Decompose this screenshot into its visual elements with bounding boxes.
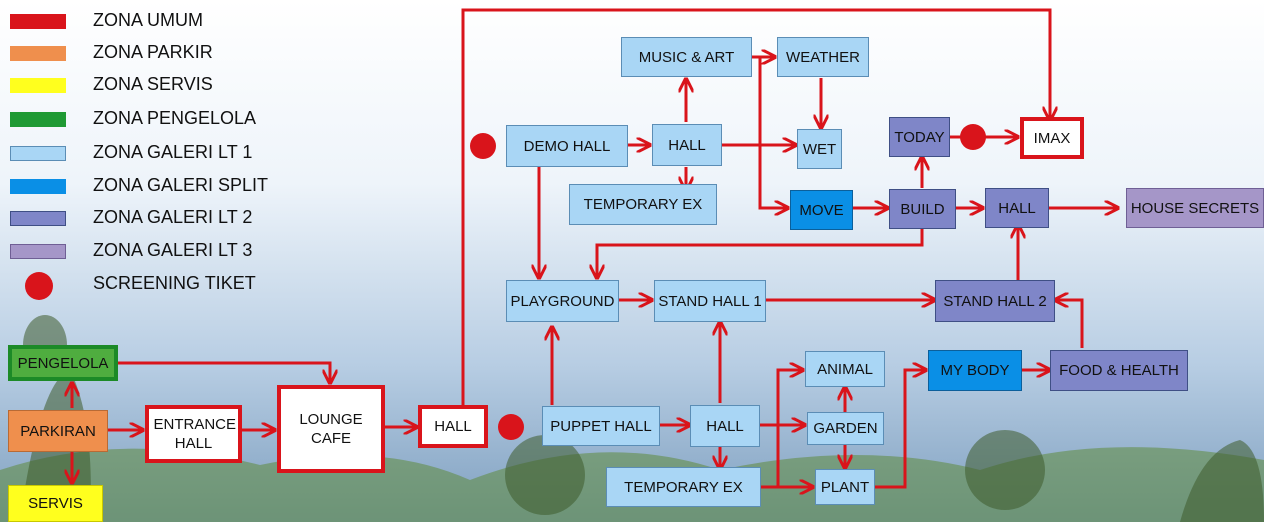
node-label: HALL: [434, 418, 472, 435]
node-hall-b: HALL: [690, 405, 760, 447]
node-my-body: MY BODY: [928, 350, 1022, 391]
node-lounge-cafe: LOUNGE CAFE: [277, 385, 385, 473]
legend-item-screening-tiket: SCREENING TIKET: [0, 271, 330, 300]
legend-swatch: [10, 14, 66, 29]
node-label: STAND HALL 1: [658, 292, 762, 310]
legend-label: SCREENING TIKET: [93, 273, 256, 293]
node-move: MOVE: [790, 190, 853, 230]
legend-item-zona-galeri-lt3: ZONA GALERI LT 3: [0, 238, 330, 266]
node-puppet-hall: PUPPET HALL: [542, 406, 660, 446]
node-demo-hall: DEMO HALL: [506, 125, 628, 167]
node-label: PUPPET HALL: [550, 417, 652, 435]
legend-label: ZONA PARKIR: [93, 42, 213, 62]
node-label: DEMO HALL: [523, 137, 611, 155]
node-label: PLANT: [820, 478, 870, 496]
node-label: HALL: [998, 199, 1036, 217]
node-pengelola: PENGELOLA: [8, 345, 118, 381]
node-label: STAND HALL 2: [943, 292, 1047, 310]
node-playground: PLAYGROUND: [506, 280, 619, 322]
node-today: TODAY: [889, 117, 950, 157]
node-label: SERVIS: [28, 495, 83, 512]
node-parkiran: PARKIRAN: [8, 410, 108, 452]
screening-dot-icon: [25, 272, 53, 300]
legend-item-zona-servis: ZONA SERVIS: [0, 72, 330, 100]
node-label: PARKIRAN: [20, 422, 96, 440]
node-label: PENGELOLA: [17, 354, 109, 372]
node-entrance-hall: ENTRANCE HALL: [145, 405, 242, 463]
node-imax: IMAX: [1020, 117, 1084, 159]
node-label: IMAX: [1033, 129, 1071, 147]
legend-item-zona-galeri-lt2: ZONA GALERI LT 2: [0, 205, 330, 233]
node-label: LOUNGE CAFE: [299, 411, 363, 447]
legend-swatch: [10, 46, 66, 61]
legend-swatch: [10, 211, 66, 226]
node-label: TEMPORARY EX: [583, 196, 703, 213]
node-label: HOUSE SECRETS: [1130, 199, 1260, 217]
legend-label: ZONA GALERI LT 3: [93, 240, 253, 260]
node-label: FOOD & HEALTH: [1059, 362, 1179, 379]
legend-item-zona-galeri-split: ZONA GALERI SPLIT: [0, 173, 330, 201]
legend-label: ZONA GALERI SPLIT: [93, 175, 269, 195]
node-stand-hall-1: STAND HALL 1: [654, 280, 766, 322]
node-label: MUSIC & ART: [638, 48, 735, 66]
node-wet: WET: [797, 129, 842, 169]
node-build: BUILD: [889, 189, 956, 229]
node-hall-c: HALL: [985, 188, 1049, 228]
node-food-health: FOOD & HEALTH: [1050, 350, 1188, 391]
legend-item-zona-pengelola: ZONA PENGELOLA: [0, 106, 330, 134]
node-hall-main: HALL: [418, 405, 488, 448]
node-label: HALL: [668, 136, 706, 154]
node-hall-a: HALL: [652, 124, 722, 166]
node-label: TEMPORARY EX: [624, 478, 743, 496]
legend-item-zona-umum: ZONA UMUM: [0, 8, 330, 36]
node-label: HALL: [706, 417, 744, 435]
legend-label: ZONA SERVIS: [93, 74, 213, 94]
node-plant: PLANT: [815, 469, 875, 505]
legend-swatch: [10, 179, 66, 194]
legend-item-zona-parkir: ZONA PARKIR: [0, 40, 330, 68]
legend-item-zona-galeri-lt1: ZONA GALERI LT 1: [0, 140, 330, 168]
node-house-secrets: HOUSE SECRETS: [1126, 188, 1264, 228]
node-garden: GARDEN: [807, 412, 884, 445]
legend-swatch: [10, 78, 66, 93]
node-label: BUILD: [900, 200, 945, 218]
node-label: GARDEN: [813, 420, 878, 437]
legend-label: ZONA GALERI LT 1: [93, 142, 253, 162]
node-music-art: MUSIC & ART: [621, 37, 752, 77]
node-label: PLAYGROUND: [510, 292, 615, 310]
legend-swatch: [10, 112, 66, 127]
node-label: MY BODY: [940, 362, 1010, 379]
node-label: ENTRANCE HALL: [153, 416, 237, 452]
node-stand-hall-2: STAND HALL 2: [935, 280, 1055, 322]
node-animal: ANIMAL: [805, 351, 885, 387]
legend-swatch: [10, 146, 66, 161]
node-weather: WEATHER: [777, 37, 869, 77]
node-label: WET: [802, 140, 837, 158]
legend-swatch: [10, 244, 66, 259]
node-label: MOVE: [799, 201, 844, 219]
node-servis: SERVIS: [8, 485, 103, 522]
node-label: WEATHER: [786, 48, 860, 66]
node-temporary-ex-a: TEMPORARY EX: [569, 184, 717, 225]
legend-label: ZONA UMUM: [93, 10, 203, 30]
node-label: TODAY: [894, 128, 945, 146]
legend-label: ZONA GALERI LT 2: [93, 207, 253, 227]
legend-label: ZONA PENGELOLA: [93, 108, 257, 128]
node-temporary-ex-b: TEMPORARY EX: [606, 467, 761, 507]
node-label: ANIMAL: [817, 360, 873, 378]
